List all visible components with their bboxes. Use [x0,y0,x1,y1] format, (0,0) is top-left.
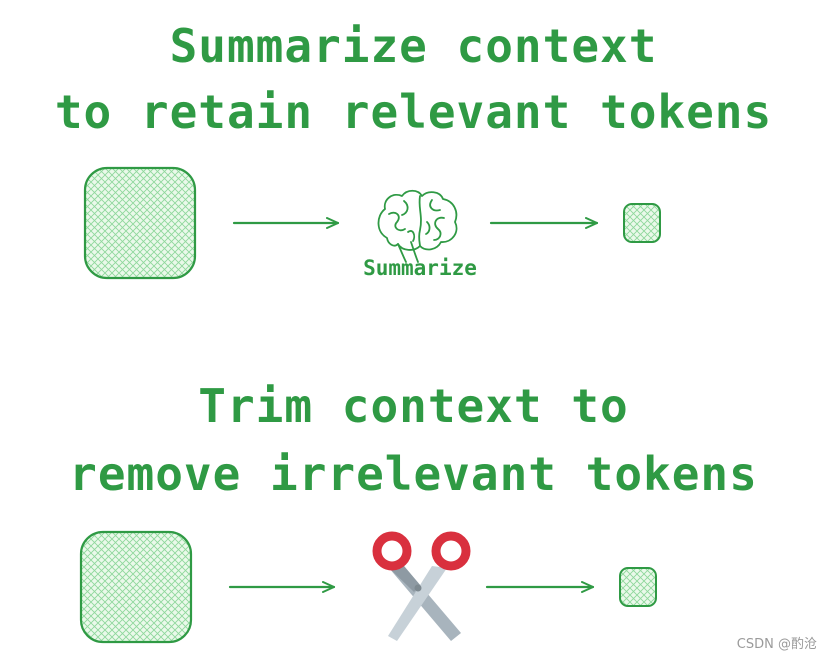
trim-title-line-2: remove irrelevant tokens [69,447,758,501]
large-context-block-2 [79,530,193,644]
watermark: CSDN @酌沧 [736,637,817,652]
summarize-title-line-1: Summarize context [169,19,658,73]
brain-icon [377,189,458,263]
summarize-title-line-2: to retain relevant tokens [54,85,773,139]
summarize-step-label: Summarize [363,256,477,280]
large-context-block-1 [83,166,197,280]
small-context-block-2 [619,567,657,607]
small-context-block-1 [623,203,661,243]
trim-title-line-1: Trim context to [198,379,629,433]
scissors-icon [372,531,471,641]
